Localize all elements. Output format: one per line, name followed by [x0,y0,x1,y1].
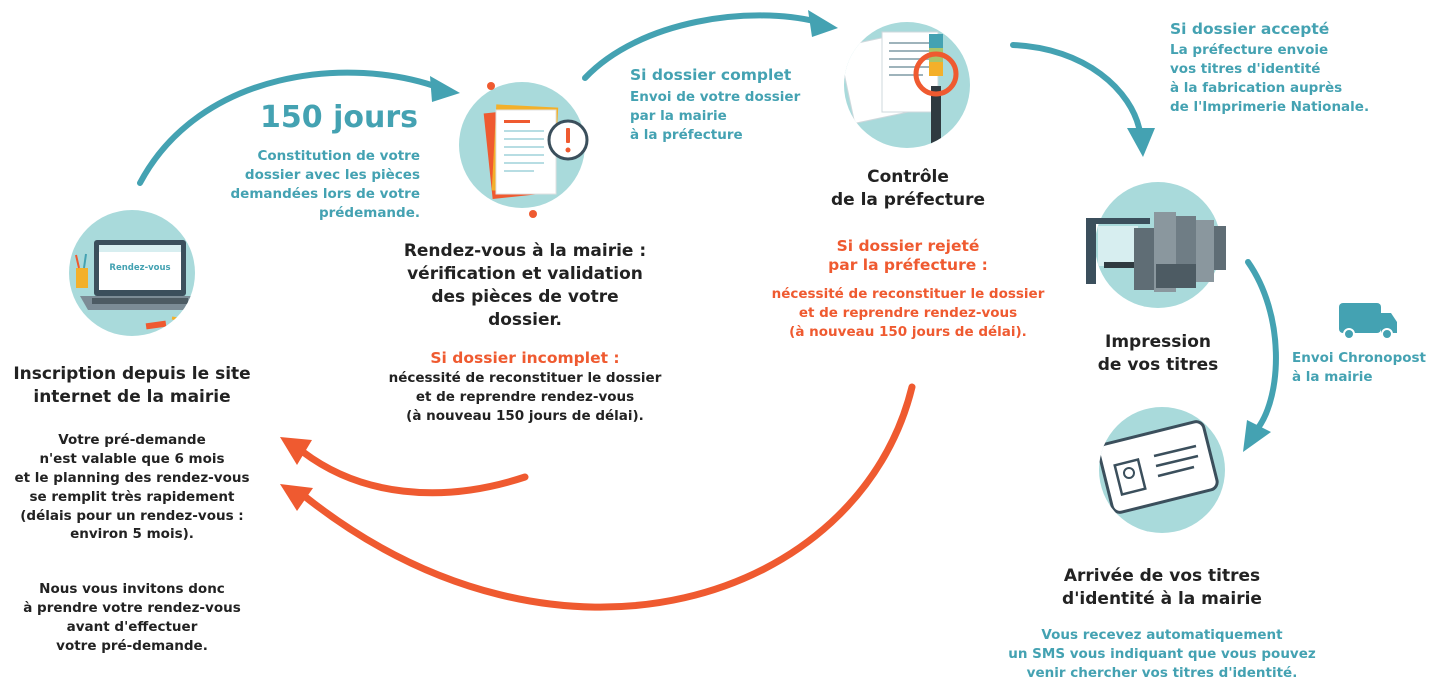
complete-title: Si dossier complet [630,66,792,84]
accepted-description: La préfecture envoie vos titres d'identi… [1170,42,1370,115]
step2-incomplete-title: Si dossier incomplet : [430,349,620,367]
step2-title: Rendez-vous à la mairie : vérification e… [403,241,647,330]
id-card-icon [1099,407,1225,533]
arrow-incomplete-return [280,437,529,497]
step3-rejected-description: nécessité de reconstituer le dossier et … [771,286,1045,340]
laptop-icon [69,210,195,336]
step5-title: Arrivée de vos titres d'identité à la ma… [1062,566,1262,609]
arrow-to-printing [1010,42,1155,157]
laptop-screen-label: Rendez-vous [109,263,171,273]
arrow-to-prefecture [582,10,838,81]
accepted-title: Si dossier accepté [1170,20,1330,38]
arrow-to-mairie [137,69,460,186]
step1-advice: Nous vous invitons donc à prendre votre … [23,581,241,654]
duration-description: Constitution de votre dossier avec les p… [230,148,420,221]
magnifier-documents-icon [844,22,970,148]
step1-title: Inscription depuis le site internet de l… [13,364,251,407]
step3-title: Contrôle de la préfecture [830,167,986,210]
step3-rejected-title: Si dossier rejeté par la préfecture : [828,237,988,275]
arrow-to-arrival [1243,259,1279,452]
documents-alert-icon [459,82,589,218]
step4-title: Impression de vos titres [1097,332,1219,375]
step2-incomplete-description: nécessité de reconstituer le dossier et … [388,370,662,424]
complete-description: Envoi de votre dossier par la mairie à l… [630,89,801,143]
step1-description: Votre pré-demande n'est valable que 6 mo… [14,432,250,543]
step5-description: Vous recevez automatiquement un SMS vous… [1008,627,1316,681]
arrow-rejected-return [280,383,916,611]
shipping-description: Envoi Chronopost à la mairie [1292,350,1426,385]
printing-press-icon [1086,182,1226,308]
duration-title: 150 jours [260,100,418,135]
truck-icon [1339,303,1397,340]
